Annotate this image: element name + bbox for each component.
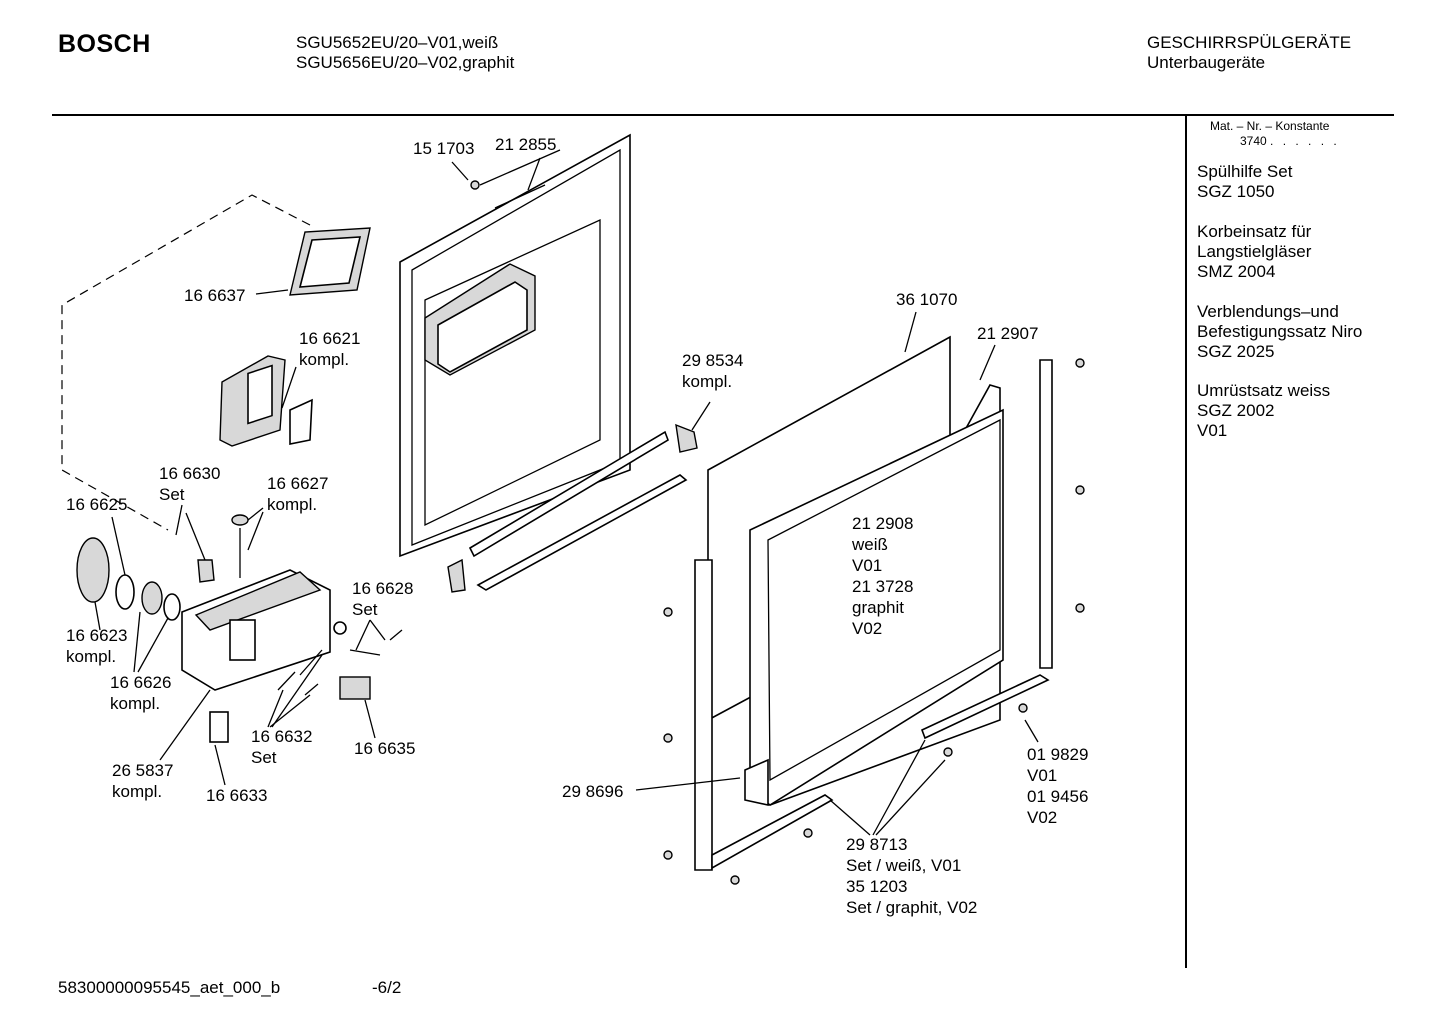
part-label: 29 8713 <box>846 835 908 854</box>
part-label: 01 9829 <box>1027 745 1089 764</box>
brand-logo: BOSCH <box>58 30 151 58</box>
part-label: kompl. <box>66 647 117 666</box>
handle-frame <box>289 227 371 296</box>
part-label: 29 8696 <box>562 782 624 801</box>
part-label: 21 2907 <box>977 324 1039 343</box>
part-label: 21 2908 <box>852 514 914 533</box>
part-label: V01 <box>1027 766 1058 785</box>
inner-door-panel <box>399 133 631 558</box>
accessory-korbeinsatz: Korbeinsatz für Langstielgläser SMZ 2004 <box>1197 222 1311 282</box>
part-label: 16 6625 <box>66 495 128 514</box>
part-label: V02 <box>852 619 883 638</box>
model-line-2: SGU5656EU/20–V02,graphit <box>296 53 515 72</box>
accessory-line: Befestigungssatz Niro <box>1197 322 1363 341</box>
mat-value: 3740 <box>1240 134 1267 148</box>
leader-lines <box>94 157 1039 836</box>
part-label: 35 1203 <box>846 877 908 896</box>
accessory-line: Umrüstsatz weiss <box>1197 381 1331 400</box>
part-label: 29 8534 <box>682 351 744 370</box>
part-label: 21 2855 <box>495 135 557 154</box>
part-label: V02 <box>1027 808 1058 827</box>
mat-value-row: 3740 . . . . . . <box>1240 134 1340 148</box>
accessory-line: Langstielgläser <box>1197 242 1312 261</box>
outer-door-panel <box>707 335 1004 806</box>
part-label: kompl. <box>110 694 161 713</box>
exploded-parts-drawing <box>61 133 1085 885</box>
hinge-strips <box>447 423 698 593</box>
part-label: weiß <box>852 535 888 554</box>
accessory-line: SGZ 2002 <box>1197 401 1275 420</box>
part-label: 15 1703 <box>413 139 475 158</box>
part-label: 01 9456 <box>1027 787 1089 806</box>
header-divider <box>52 114 1394 116</box>
part-label: 16 6630 <box>159 464 221 483</box>
part-label: kompl. <box>299 350 350 369</box>
accessory-line: SGZ 1050 <box>1197 182 1275 201</box>
part-label: Set / graphit, V02 <box>846 898 978 917</box>
accessory-spuelhilfe: Spülhilfe Set SGZ 1050 <box>1197 162 1292 202</box>
part-label: kompl. <box>267 495 318 514</box>
screws <box>470 180 1085 885</box>
part-label: Set <box>251 748 277 767</box>
part-label: Set / weiß, V01 <box>846 856 962 875</box>
control-module <box>181 569 331 691</box>
accessory-verblendung: Verblendungs–und Befestigungssatz Niro S… <box>1197 302 1362 362</box>
sidebar-divider <box>1185 116 1187 968</box>
part-label: 16 6626 <box>110 673 172 692</box>
mat-dots: . . . . . . <box>1270 134 1340 148</box>
part-label: Set <box>159 485 185 504</box>
category-line-2: Unterbaugeräte <box>1147 53 1266 72</box>
small-parts <box>76 514 403 743</box>
part-label: 36 1070 <box>896 290 958 309</box>
part-label: kompl. <box>112 782 163 801</box>
accessory-line: Spülhilfe Set <box>1197 162 1293 181</box>
frame-strips <box>694 359 1053 871</box>
category-line-1: GESCHIRRSPÜLGERÄTE <box>1147 33 1352 52</box>
accessory-line: SGZ 2025 <box>1197 342 1275 361</box>
accessory-line: SMZ 2004 <box>1197 262 1276 281</box>
part-label: 16 6627 <box>267 474 329 493</box>
part-label: 16 6621 <box>299 329 361 348</box>
part-label: 21 3728 <box>852 577 914 596</box>
footer-doc-id: 58300000095545_aet_000_b <box>58 978 281 997</box>
mat-label: Mat. – Nr. – Konstante <box>1210 119 1330 133</box>
part-label: 16 6637 <box>184 286 246 305</box>
part-label: 16 6623 <box>66 626 128 645</box>
part-label: 16 6633 <box>206 786 268 805</box>
model-line-1: SGU5652EU/20–V01,weiß <box>296 33 499 52</box>
part-label: 16 6632 <box>251 727 313 746</box>
accessory-umruestsatz: Umrüstsatz weiss SGZ 2002 V01 <box>1197 381 1330 441</box>
part-label: graphit <box>852 598 904 617</box>
part-label: 16 6628 <box>352 579 414 598</box>
part-label: 16 6635 <box>354 739 416 758</box>
grille-part <box>219 355 313 447</box>
part-label: V01 <box>852 556 883 575</box>
accessory-line: Verblendungs–und <box>1197 302 1339 321</box>
accessory-line: Korbeinsatz für <box>1197 222 1312 241</box>
part-label: 26 5837 <box>112 761 174 780</box>
accessory-line: V01 <box>1197 421 1228 440</box>
part-label: Set <box>352 600 378 619</box>
footer-page: -6/2 <box>372 978 402 997</box>
part-label: kompl. <box>682 372 733 391</box>
